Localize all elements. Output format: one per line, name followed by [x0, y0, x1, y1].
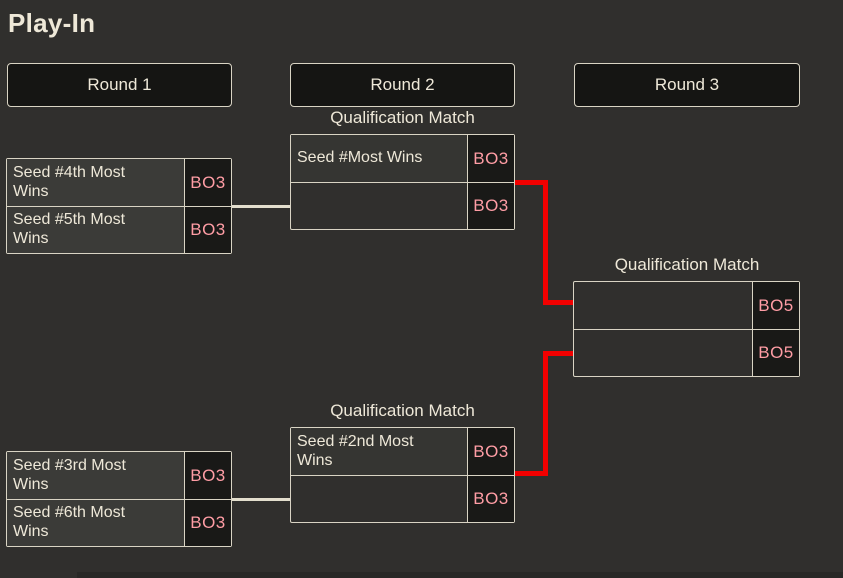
connector-red-top-v	[543, 180, 548, 305]
round-header-1: Round 1	[7, 63, 232, 107]
team-cell-empty	[574, 282, 752, 329]
connector-red-top-h2	[543, 300, 573, 305]
match-slot: BO3	[291, 182, 514, 229]
best-of-badge: BO3	[467, 183, 514, 229]
match-slot: Seed #2nd Most Wins BO3	[291, 428, 514, 475]
round-header-2: Round 2	[290, 63, 515, 107]
team-cell-empty	[291, 183, 467, 229]
best-of-badge: BO5	[752, 282, 799, 329]
match-slot: Seed #4th Most Wins BO3	[7, 159, 231, 206]
best-of-badge: BO3	[467, 476, 514, 522]
match-slot: BO5	[574, 282, 799, 329]
match-slot: BO3	[291, 475, 514, 522]
connector-red-bottom-h2	[515, 471, 548, 476]
team-cell: Seed #4th Most Wins	[7, 159, 184, 206]
team-name: Seed #5th Most Wins	[13, 211, 126, 247]
match-slot: Seed #Most Wins BO3	[291, 135, 514, 182]
best-of-badge: BO3	[184, 159, 231, 206]
match-label-r2-bottom: Qualification Match	[330, 401, 475, 420]
best-of-badge: BO3	[467, 135, 514, 182]
match-r2-bottom: Seed #2nd Most Wins BO3 BO3	[290, 427, 515, 523]
team-name: Seed #Most Wins	[297, 149, 423, 167]
match-label-r2-top: Qualification Match	[330, 108, 475, 127]
match-r2-top: Seed #Most Wins BO3 BO3	[290, 134, 515, 230]
team-cell: Seed #6th Most Wins	[7, 500, 184, 546]
team-name: Seed #4th Most Wins	[13, 163, 126, 200]
connector-r1-top	[232, 205, 290, 208]
team-cell-empty	[574, 330, 752, 376]
next-section-edge	[77, 572, 843, 578]
match-r3-final: BO5 BO5	[573, 281, 800, 377]
connector-red-bottom-v	[543, 351, 548, 476]
match-slot: BO5	[574, 329, 799, 376]
best-of-badge: BO5	[752, 330, 799, 376]
match-slot: Seed #5th Most Wins BO3	[7, 206, 231, 253]
connector-red-bottom-h1	[543, 351, 573, 356]
match-r1-top: Seed #4th Most Wins BO3 Seed #5th Most W…	[6, 158, 232, 254]
match-slot: Seed #3rd Most Wins BO3	[7, 452, 231, 499]
connector-red-top-h1	[515, 180, 548, 185]
match-r1-bottom: Seed #3rd Most Wins BO3 Seed #6th Most W…	[6, 451, 232, 547]
best-of-badge: BO3	[184, 207, 231, 253]
team-cell: Seed #2nd Most Wins	[291, 428, 467, 475]
round-header-3: Round 3	[574, 63, 800, 107]
team-cell-empty	[291, 476, 467, 522]
best-of-badge: BO3	[184, 452, 231, 499]
match-slot: Seed #6th Most Wins BO3	[7, 499, 231, 546]
team-cell: Seed #3rd Most Wins	[7, 452, 184, 499]
team-name: Seed #3rd Most Wins	[13, 456, 126, 493]
best-of-badge: BO3	[467, 428, 514, 475]
team-cell: Seed #5th Most Wins	[7, 207, 184, 253]
connector-r1-bottom	[232, 498, 290, 501]
page-title: Play-In	[8, 8, 96, 38]
team-name: Seed #6th Most Wins	[13, 504, 126, 540]
team-name: Seed #2nd Most Wins	[297, 432, 414, 469]
team-cell: Seed #Most Wins	[291, 135, 467, 182]
match-label-r3: Qualification Match	[614, 255, 760, 274]
best-of-badge: BO3	[184, 500, 231, 546]
